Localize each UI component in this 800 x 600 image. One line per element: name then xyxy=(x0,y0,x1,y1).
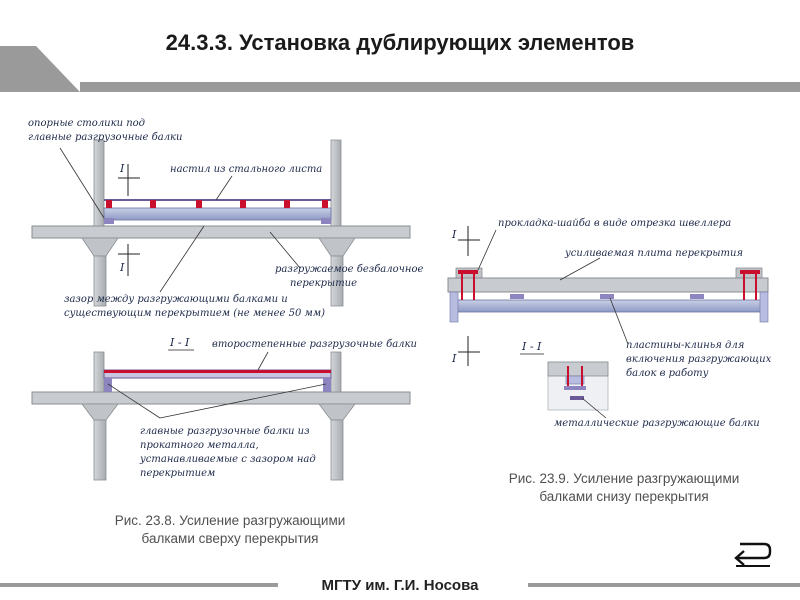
label-wedges-2: включения разгружающих xyxy=(626,354,772,365)
label-main-beams-2: прокатного металла, xyxy=(140,440,259,451)
label-shim: прокладка-шайба в виде отрезка швеллера xyxy=(498,218,731,229)
section-mark-left-2: I xyxy=(119,261,125,274)
label-main-beams-3: устанавливаемые с зазором над xyxy=(139,454,316,465)
footer-rule-left xyxy=(0,583,278,587)
section-mark-right-2: I xyxy=(451,352,457,365)
label-slab: разгружаемое безбалочное xyxy=(275,264,423,275)
slide-title: 24.3.3. Установка дублирующих элементов xyxy=(165,30,635,55)
label-supports-2: главные разгрузочные балки xyxy=(28,132,182,143)
label-plate: усиливаемая плита перекрытия xyxy=(564,248,743,259)
section-title-left: I - I xyxy=(169,336,190,349)
label-secondary-beams: второстепенные разгрузочные балки xyxy=(212,339,417,350)
label-deck: настил из стального листа xyxy=(170,164,322,175)
label-wedges-3: балок в работу xyxy=(626,368,709,379)
fig-left-top: I I опорные столики под главные разгрузо… xyxy=(28,118,423,319)
header-band xyxy=(0,46,800,92)
fig-right-section: I - I металлические разгружающие балки xyxy=(520,340,760,429)
footer-university: МГТУ им. Г.И. Носова xyxy=(321,577,479,594)
section-mark-right-1: I xyxy=(451,228,457,241)
caption-fig-23-9: Рис. 23.9. Усиление разгружающими балкам… xyxy=(508,471,740,504)
label-gap-2: существующим перекрытием (не менее 50 мм… xyxy=(64,308,325,319)
label-supports: опорные столики под xyxy=(28,118,145,129)
section-mark-left-1: I xyxy=(119,162,125,175)
return-arrow-icon[interactable] xyxy=(730,538,774,568)
fig-left-section: I - I второстепенные разгрузочные балки … xyxy=(31,336,417,481)
fig-right-top: I I прокладка-шайба в виде отрезка швелл… xyxy=(447,218,772,379)
label-metal-beams: металлические разгружающие балки xyxy=(554,418,760,429)
label-wedges: пластины-клинья для xyxy=(626,340,744,351)
label-gap: зазор между разгружающими балками и xyxy=(64,294,288,305)
label-main-beams: главные разгрузочные балки из xyxy=(140,426,310,437)
label-slab-2: перекрытие xyxy=(290,278,357,289)
caption-fig-23-8: Рис. 23.8. Усиление разгружающими балкам… xyxy=(114,513,346,546)
label-main-beams-4: перекрытием xyxy=(140,468,215,479)
section-title-right: I - I xyxy=(521,340,542,353)
footer-rule-right xyxy=(528,583,800,587)
